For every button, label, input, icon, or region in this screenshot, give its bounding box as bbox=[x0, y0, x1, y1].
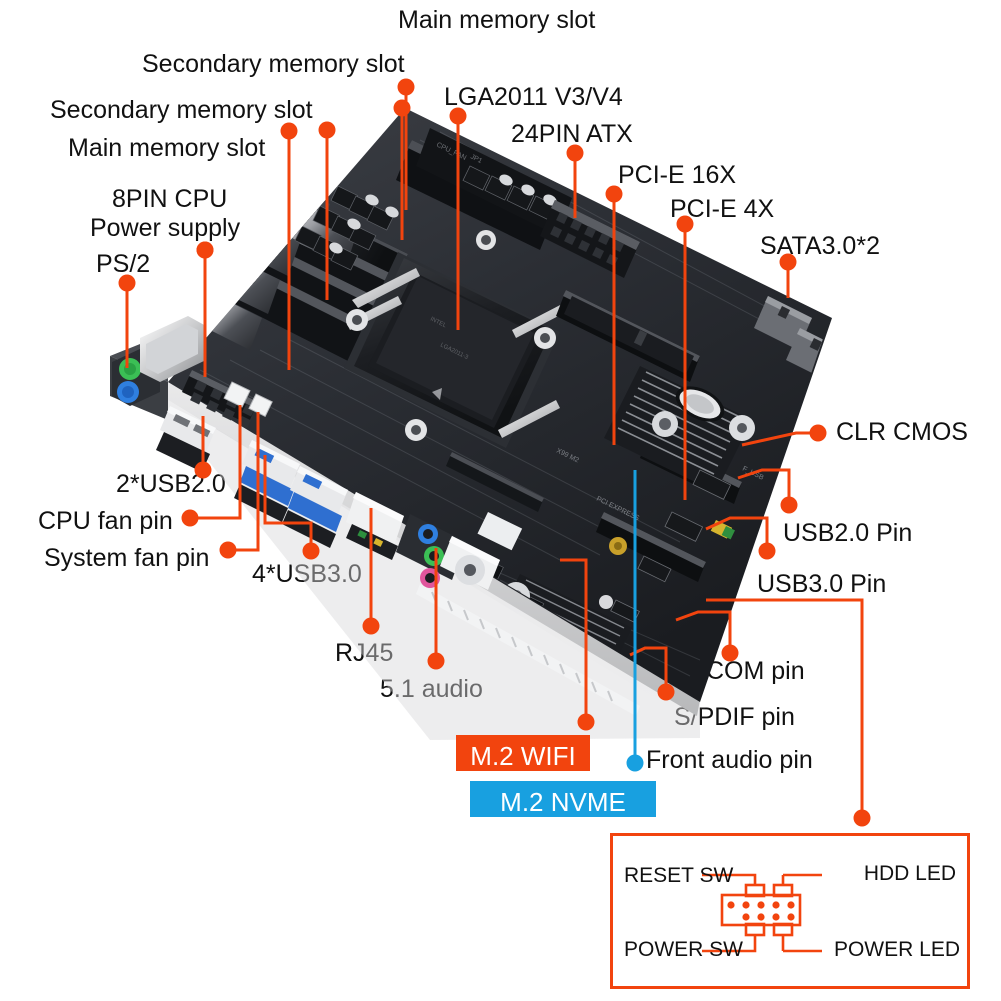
badge-m2-wifi: M.2 WIFI bbox=[456, 735, 590, 771]
callout-label-pcie-16x: PCI-E 16X bbox=[618, 161, 737, 189]
callout-label-audio-51: 5.1 audio bbox=[380, 675, 483, 703]
pin-dots-top bbox=[727, 901, 795, 909]
callout-label-rj45: RJ45 bbox=[335, 639, 394, 667]
callout-label-cpu-power-8pin: 8PIN CPU bbox=[112, 185, 228, 213]
callout-label-cpu-fan-pin: CPU fan pin bbox=[38, 507, 173, 535]
badge-m2-nvme: M.2 NVME bbox=[470, 781, 656, 817]
callout-label-secondary-memory-slot-2: Secondary memory slot bbox=[50, 96, 313, 124]
callout-label-usb20-pin: USB2.0 Pin bbox=[783, 519, 913, 547]
callout-label-lga2011-socket: LGA2011 V3/V4 bbox=[444, 83, 623, 111]
pin-label-hdd-led: HDD LED bbox=[863, 862, 956, 885]
callout-label-main-memory-slot-top: Main memory slot bbox=[398, 6, 596, 34]
callout-label-atx-24pin: 24PIN ATX bbox=[511, 120, 633, 148]
callout-label-ps2: PS/2 bbox=[96, 250, 151, 278]
pin-label-reset-sw: RESET SW bbox=[624, 864, 734, 887]
front-panel-pin-header-panel: RESET SW HDD LED POWER SW POWER LED bbox=[610, 833, 970, 989]
pin-label-power-led: POWER LED bbox=[833, 938, 960, 961]
pin-dots-bottom bbox=[742, 913, 795, 921]
pin-leaders bbox=[702, 873, 822, 953]
pin-header-drawing bbox=[610, 833, 970, 989]
callout-label-secondary-memory-slot-top: Secondary memory slot bbox=[142, 50, 405, 78]
callout-label-usb30-rear: 4*USB3.0 bbox=[252, 560, 362, 588]
svg-text:JP1: JP1 bbox=[469, 154, 483, 166]
callout-label-system-fan-pin: System fan pin bbox=[44, 544, 210, 572]
callout-label-cpu-power-8pin-line2: Power supply bbox=[90, 214, 241, 242]
callout-label-usb30-pin: USB3.0 Pin bbox=[757, 570, 887, 598]
pin-label-power-sw: POWER SW bbox=[624, 938, 743, 961]
callout-label-main-memory-slot-2: Main memory slot bbox=[68, 134, 266, 162]
pin-panel-border bbox=[610, 833, 970, 989]
callout-label-clr-cmos: CLR CMOS bbox=[836, 418, 968, 446]
